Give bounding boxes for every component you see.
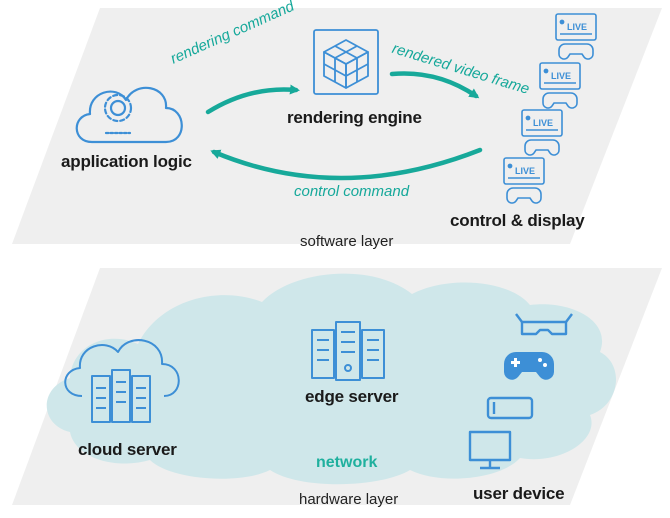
arrow-rendering-command [205,84,300,115]
monitor-icon [468,430,512,470]
application-logic-label: application logic [61,152,192,171]
live-gamepad-icon-2 [539,62,581,109]
live-badge-text: LIVE [567,22,587,32]
hardware-layer-label: hardware layer [299,491,399,508]
live-badge-text: LIVE [515,166,535,176]
smartphone-icon [486,396,534,420]
live-badge-text: LIVE [551,71,571,81]
vr-glasses-icon [515,313,573,336]
arrow-control-command [210,147,483,181]
cloud-server-label: cloud server [78,440,177,459]
edge-server-icon [311,321,385,381]
network-label: network [316,454,378,471]
arrow-rendered-video-frame [389,71,480,99]
live-gamepad-icon-3 [521,109,563,156]
live-badge-text: LIVE [533,118,553,128]
control-command-label: control command [294,183,410,200]
cloud-server-icon [64,339,180,423]
cube-icon [313,29,379,95]
live-gamepad-icon-4 [503,157,545,204]
software-layer-label: software layer [300,233,394,250]
rendering-engine-label: rendering engine [287,108,422,127]
software-layer-panel [12,8,662,244]
live-gamepad-icon-1 [555,13,597,60]
edge-server-label: edge server [305,387,399,406]
gamepad-icon [504,352,554,380]
control-display-label: control & display [450,211,585,230]
cloud-gear-icon [75,86,183,144]
user-device-label: user device [473,484,565,503]
